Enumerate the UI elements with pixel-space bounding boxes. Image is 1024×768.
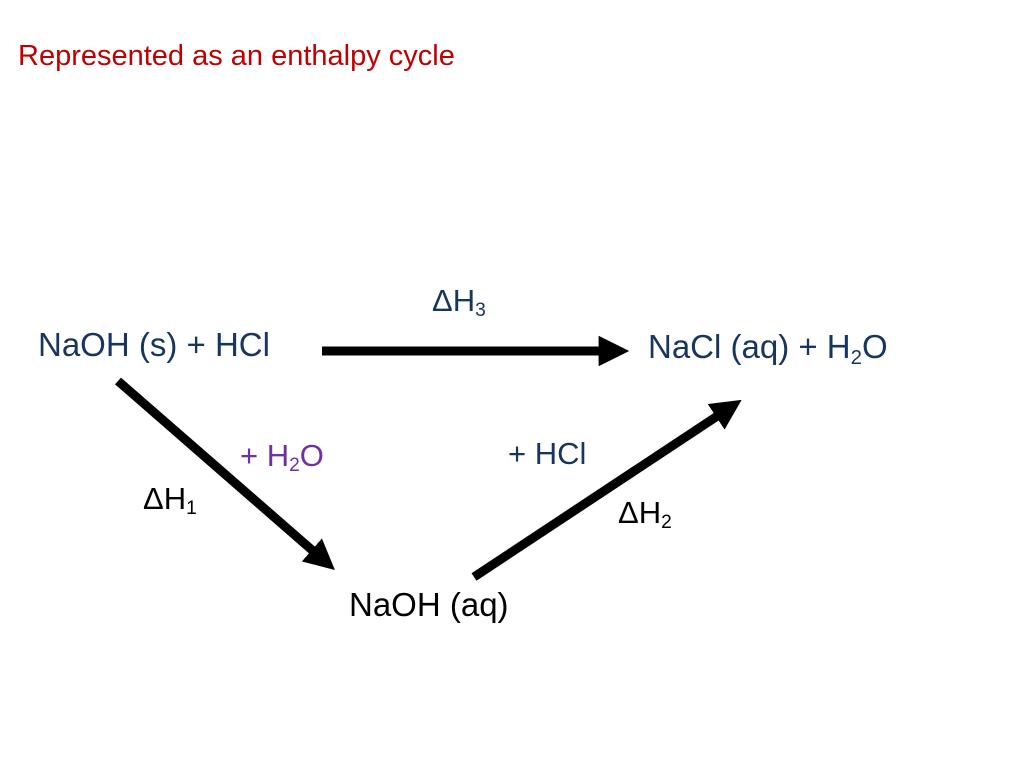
label-plus-h2o: + H2O [240,438,324,477]
node-reactants: NaOH (s) + HCl [38,326,270,364]
node-intermediate: NaOH (aq) [349,586,509,624]
slide-title: Represented as an enthalpy cycle [18,40,455,72]
label-delta-h1: ΔH1 [143,481,197,520]
label-delta-h2: ΔH2 [618,495,672,534]
arrow-dh2 [471,399,742,581]
reactants-formula: NaOH (s) + HCl [38,326,270,363]
intermediate-formula: NaOH (aq) [349,586,509,623]
label-delta-h3: ΔH3 [432,283,486,322]
label-plus-hcl: + HCl [508,436,587,471]
arrow-dh1 [115,377,335,571]
node-products: NaCl (aq) + H2O [648,328,888,369]
